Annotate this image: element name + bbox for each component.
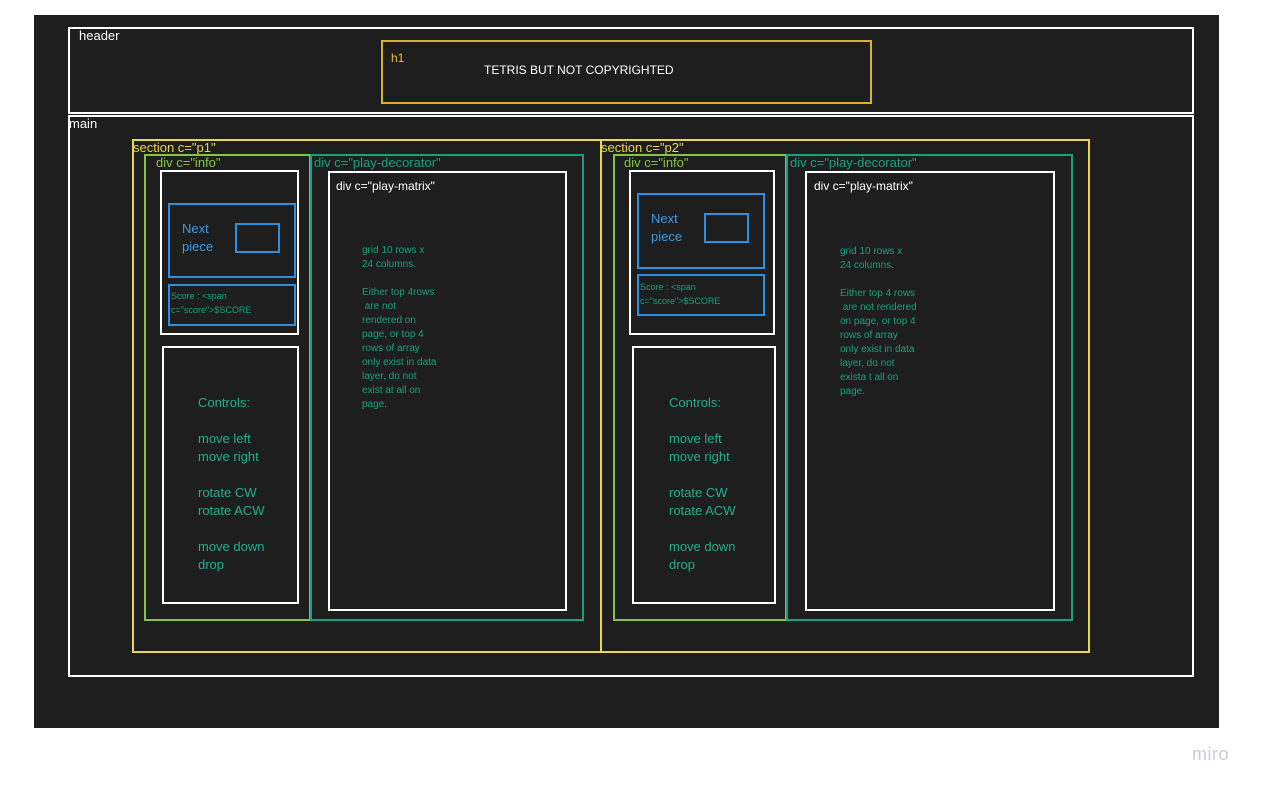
p1-play-matrix-label: div c="play-matrix" (336, 179, 435, 193)
p2-play-decorator-label: div c="play-decorator" (790, 155, 917, 170)
p1-info-label: div c="info" (156, 155, 221, 170)
main-label: main (69, 116, 98, 131)
miro-logo: miro (1192, 744, 1229, 764)
p1-next-piece-preview (235, 223, 280, 253)
h1-label: h1 (391, 51, 405, 65)
p1-play-decorator-box (310, 154, 584, 621)
p2-play-matrix-box (805, 171, 1055, 611)
p2-play-matrix-note: grid 10 rows x 24 columns. Either top 4 … (840, 246, 917, 397)
p1-info-panel (160, 170, 299, 335)
p1-section-label: section c="p1" (133, 140, 216, 155)
p2-play-decorator-box (786, 154, 1073, 621)
p1-controls-box (162, 346, 299, 604)
p1-score-text: Score : <span c="score">$SCORE (171, 291, 252, 315)
h1-box (381, 40, 872, 104)
page-title: TETRIS BUT NOT COPYRIGHTED (484, 63, 674, 77)
p2-info-panel (629, 170, 775, 335)
p2-score-text: Score : <span c="score">$SCORE (640, 282, 721, 306)
p1-next-piece-label: Next piece (182, 221, 214, 254)
p1-play-decorator-label: div c="play-decorator" (314, 155, 441, 170)
p2-score-box (637, 274, 765, 316)
p1-score-box (168, 284, 296, 326)
p2-controls-text: Controls: move left move right rotate CW… (669, 395, 736, 572)
p2-section-box (600, 139, 1090, 653)
p2-next-piece-box (637, 193, 765, 269)
p1-controls-text: Controls: move left move right rotate CW… (198, 395, 265, 572)
p1-next-piece-box (168, 203, 296, 278)
p2-info-label: div c="info" (624, 155, 689, 170)
p2-next-piece-label: Next piece (651, 211, 683, 244)
p1-play-matrix-note: grid 10 rows x 24 columns. Either top 4r… (362, 245, 437, 410)
main-box (68, 115, 1194, 677)
p1-play-matrix-box (328, 171, 567, 611)
p2-controls-box (632, 346, 776, 604)
p2-next-piece-preview (704, 213, 749, 243)
p2-section-label: section c="p2" (601, 140, 684, 155)
header-box (68, 27, 1194, 114)
header-label: header (79, 28, 120, 43)
p2-play-matrix-label: div c="play-matrix" (814, 179, 913, 193)
